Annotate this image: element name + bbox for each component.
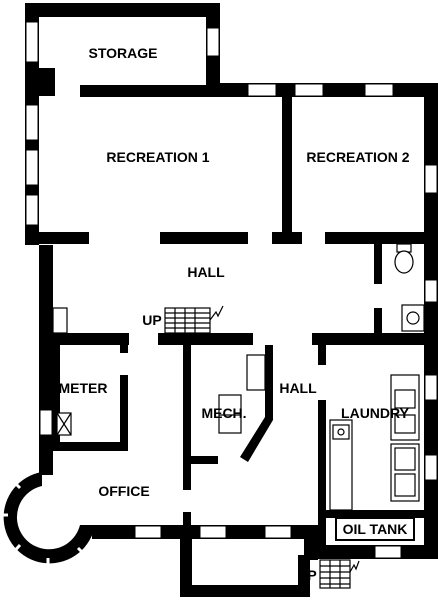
label-hall-lower: HALL [279,380,317,396]
room-labels: STORAGE RECREATION 1 RECREATION 2 HALL H… [59,45,410,583]
label-laundry: LAUNDRY [341,405,410,421]
label-hall-upper: HALL [187,264,225,280]
label-recreation-1: RECREATION 1 [106,149,209,165]
interior-walls [39,68,425,545]
label-exterior-up: UP [297,567,316,583]
hall-box [52,307,68,334]
laundry-tub-icon [329,419,353,511]
furnace-icon [218,394,242,434]
oil-tank-box [335,517,415,541]
interior-stairs-icon [164,305,224,334]
label-interior-up: UP [142,312,161,328]
label-oil-tank: OIL TANK [343,521,408,537]
toilet-icon [394,250,414,274]
mech-equipment [246,354,266,391]
label-office: OFFICE [98,483,149,499]
round-bay [0,472,95,572]
label-recreation-2: RECREATION 2 [306,149,409,165]
label-mech: MECH. [201,405,246,421]
fixtures [52,243,425,511]
label-storage: STORAGE [89,45,158,61]
windows [25,21,438,559]
exterior-stairs-icon [319,559,360,589]
label-meter: METER [59,380,108,396]
